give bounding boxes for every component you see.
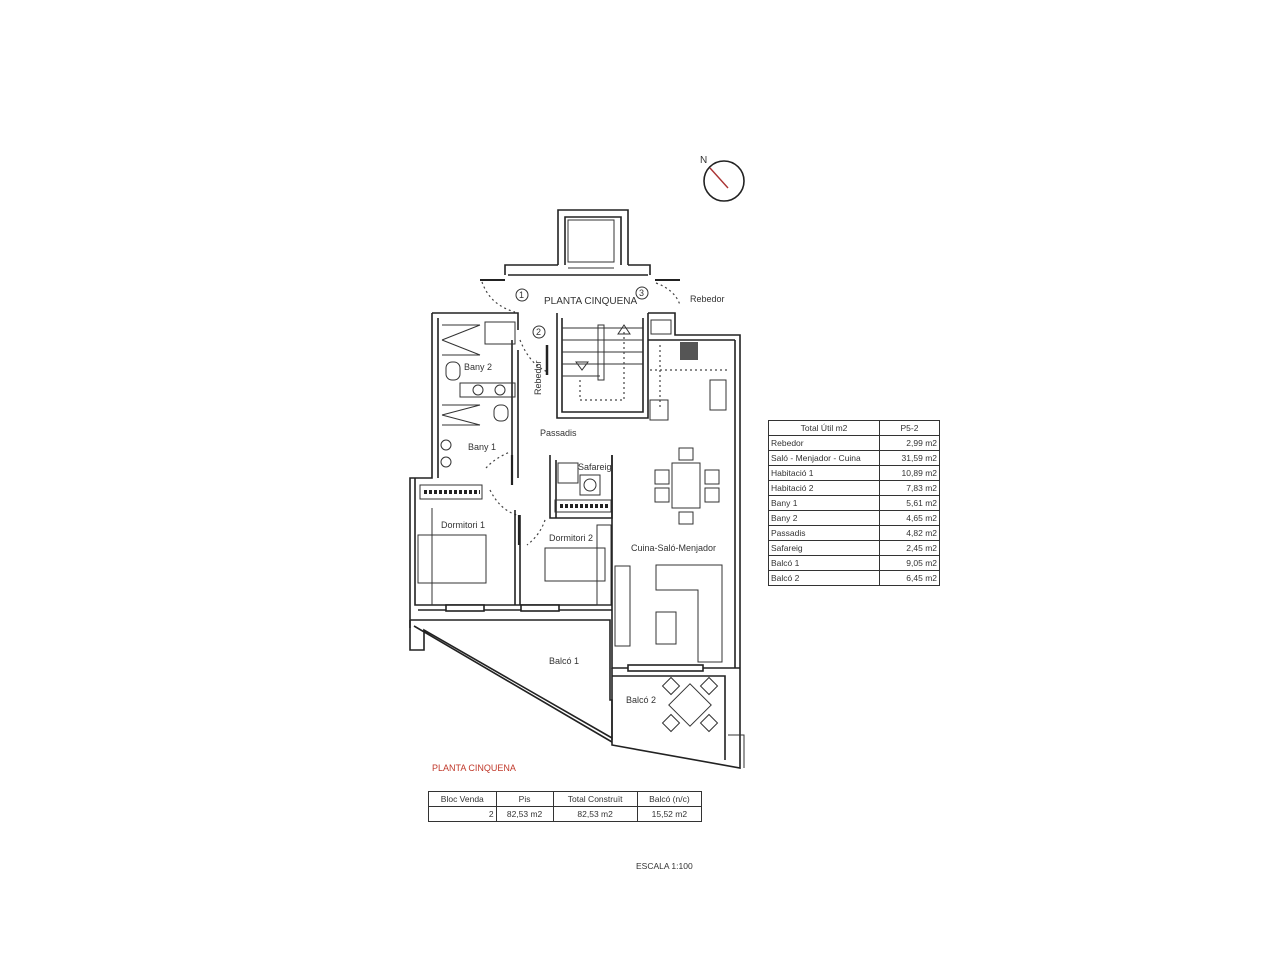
area-value: 7,83 — [906, 483, 923, 493]
room-name: Safareig — [768, 540, 880, 556]
area-unit: m2 — [925, 468, 937, 478]
room-name: Bany 2 — [768, 510, 880, 526]
summary-table: Bloc Venda Pis Total Construït Balcó (n/… — [428, 791, 703, 822]
label-bany-2: Bany 2 — [464, 362, 492, 372]
area-value: 4,82 — [906, 528, 923, 538]
room-name: Habitació 1 — [768, 465, 880, 481]
room-name: Bany 1 — [768, 495, 880, 511]
label-rebedor-vertical: Rebedor — [533, 360, 543, 395]
room-name: Rebedor — [768, 435, 880, 451]
value-bloc-venda: 2 — [428, 806, 497, 822]
marker-1: 1 — [519, 290, 524, 300]
room-name: Balcó 1 — [768, 555, 880, 571]
label-bany-1: Bany 1 — [468, 442, 496, 452]
table-row: 2 82,53 m2 82,53 m2 15,52 m2 — [428, 806, 703, 822]
area-unit: m2 — [925, 483, 937, 493]
table-header-row: Total Útil m2 P5-2 — [768, 420, 940, 436]
area-unit: m2 — [925, 528, 937, 538]
label-balco-1: Balcó 1 — [549, 656, 579, 666]
area-unit: m2 — [925, 513, 937, 523]
value-total-construit: 82,53 m2 — [552, 806, 638, 822]
room-area: 10,89 m2 — [879, 465, 940, 481]
room-area: 9,05 m2 — [879, 555, 940, 571]
walls — [409, 209, 745, 769]
area-unit: m2 — [925, 438, 937, 448]
label-rebedor: Rebedor — [690, 294, 725, 304]
area-unit: m2 — [925, 543, 937, 553]
room-area: 6,45 m2 — [879, 570, 940, 586]
label-passadis: Passadis — [540, 428, 577, 438]
value-balco: 15,52 m2 — [636, 806, 703, 822]
area-unit: m2 — [925, 558, 937, 568]
area-value: 2,45 — [906, 543, 923, 553]
header-label: Total Útil m2 — [768, 420, 880, 436]
room-name: Balcó 2 — [768, 570, 880, 586]
header-balco: Balcó (n/c) — [636, 791, 703, 807]
area-unit: m2 — [925, 573, 937, 583]
area-value: 10,89 — [901, 468, 923, 478]
header-bloc-venda: Bloc Venda — [428, 791, 497, 807]
value-pis: 82,53 m2 — [495, 806, 554, 822]
room-area: 2,45 m2 — [879, 540, 940, 556]
floor-title: PLANTA CINQUENA — [544, 296, 637, 307]
room-name: Saló - Menjador - Cuina — [768, 450, 880, 466]
area-value: 9,05 — [906, 558, 923, 568]
room-area: 7,83 m2 — [879, 480, 940, 496]
room-name: Passadis — [768, 525, 880, 541]
room-area: 31,59 m2 — [879, 450, 940, 466]
area-unit: m2 — [925, 453, 937, 463]
room-area: 5,61 m2 — [879, 495, 940, 511]
room-area: 4,65 m2 — [879, 510, 940, 526]
plan-subtitle: PLANTA CINQUENA — [432, 763, 516, 773]
header-unit-id: P5-2 — [879, 420, 940, 436]
label-balco-2: Balcó 2 — [626, 695, 656, 705]
label-safareig: Safareig — [578, 462, 612, 472]
table-header-row: Bloc Venda Pis Total Construït Balcó (n/… — [428, 791, 703, 807]
room-area: 4,82 m2 — [879, 525, 940, 541]
label-dormitori-1: Dormitori 1 — [441, 520, 485, 530]
marker-2: 2 — [536, 327, 541, 337]
area-value: 31,59 — [901, 453, 923, 463]
area-value: 2,99 — [906, 438, 923, 448]
header-pis: Pis — [495, 791, 554, 807]
room-area: 2,99 m2 — [879, 435, 940, 451]
marker-3: 3 — [639, 288, 644, 298]
area-unit: m2 — [925, 498, 937, 508]
area-value: 4,65 — [906, 513, 923, 523]
north-label: N — [700, 155, 707, 166]
door-markers: 1 2 3 — [515, 286, 649, 339]
north-compass-icon: N — [700, 155, 745, 202]
label-cuina-salo-menjador: Cuina-Saló-Menjador — [631, 543, 716, 553]
area-value: 6,45 — [906, 573, 923, 583]
room-name: Habitació 2 — [768, 480, 880, 496]
header-total-construit: Total Construït — [552, 791, 638, 807]
label-dormitori-2: Dormitori 2 — [549, 533, 593, 543]
scale-label: ESCALA 1:100 — [636, 861, 693, 871]
area-value: 5,61 — [906, 498, 923, 508]
